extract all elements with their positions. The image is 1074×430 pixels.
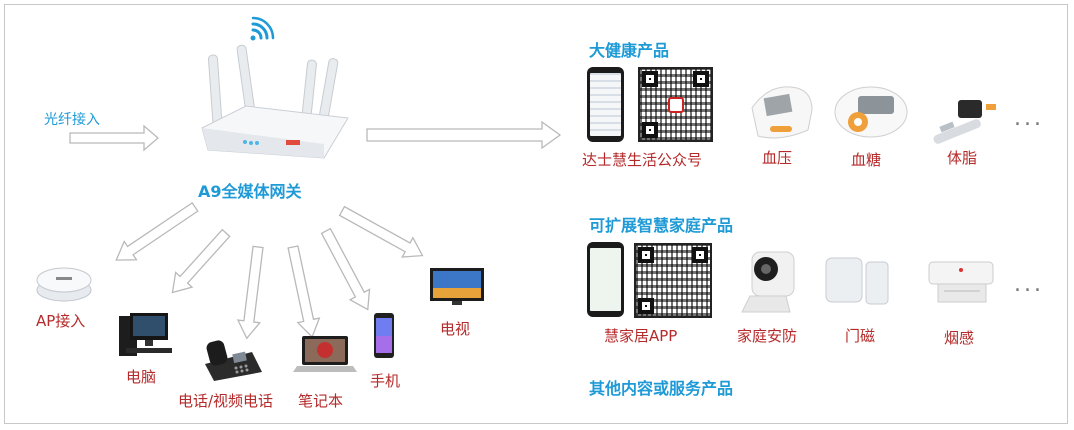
app-phone-icon [587, 242, 624, 317]
arrow-to-mobile [320, 227, 371, 311]
blood-pressure-monitor-icon [751, 86, 813, 139]
health-item-wechat: 达士慧生活公众号 [582, 151, 703, 169]
wifi-icon [250, 16, 275, 41]
section-title-health: 大健康产品 [589, 41, 670, 60]
arrow-to-pc [171, 228, 231, 294]
smart-home-item-door-sensor: 门磁 [845, 327, 876, 345]
security-camera-icon [741, 251, 795, 313]
wechat-phone-icon [587, 67, 624, 142]
arrow-to-tv [338, 205, 424, 258]
client-label-mobile: 手机 [370, 372, 401, 390]
smartphone-icon [374, 313, 394, 358]
health-item-blood-pressure: 血压 [762, 149, 793, 167]
door-sensor-icon [825, 257, 889, 305]
client-label-tv: 电视 [440, 320, 471, 338]
gateway-to-products-arrow [366, 120, 562, 150]
desk-phone-icon [205, 340, 262, 381]
section-title-other: 其他内容或服务产品 [589, 379, 734, 398]
ap-device-icon [36, 267, 92, 302]
health-item-blood-glucose: 血糖 [851, 151, 882, 169]
fiber-input-arrow [69, 124, 159, 152]
laptop-icon [293, 336, 357, 372]
client-label-phone: 电话/视频电话 [178, 392, 274, 410]
arrow-to-ap [115, 201, 199, 261]
diagram-frame [4, 4, 1068, 424]
body-fat-scale-icon [933, 100, 996, 144]
glucose-meter-icon [834, 86, 908, 138]
section-title-smart-home: 可扩展智慧家庭产品 [589, 216, 734, 235]
router-icon [201, 44, 349, 159]
fiber-input-label: 光纤接入 [44, 112, 100, 128]
smart-home-item-smoke: 烟感 [944, 329, 975, 347]
wechat-qr-code [638, 67, 713, 142]
health-item-body-fat: 体脂 [947, 149, 978, 167]
app-qr-code [634, 243, 712, 318]
smoke-detector-icon [928, 261, 994, 303]
arrow-to-phone [236, 245, 264, 340]
smart-home-more-indicator: ... [1014, 272, 1044, 297]
tv-icon [430, 268, 484, 305]
smart-home-item-security: 家庭安防 [737, 327, 798, 345]
client-label-ap: AP接入 [36, 312, 86, 330]
client-label-pc: 电脑 [126, 368, 157, 386]
client-label-laptop: 笔记本 [298, 392, 344, 410]
health-more-indicator: ... [1014, 106, 1044, 131]
gateway-name: A9全媒体网关 [198, 182, 302, 201]
desktop-pc-icon [119, 313, 172, 356]
smart-home-item-app: 慧家居APP [604, 327, 678, 345]
arrow-to-laptop [287, 245, 321, 339]
